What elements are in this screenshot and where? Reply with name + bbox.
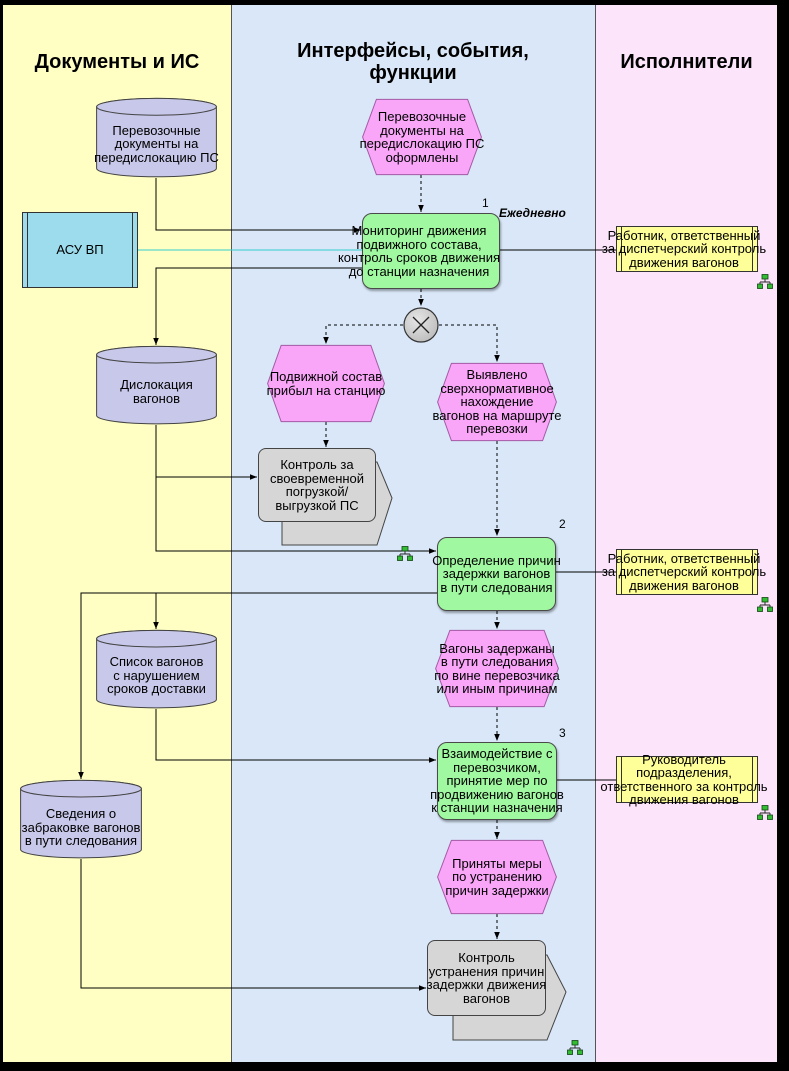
event-shape <box>362 99 482 175</box>
lane-divider <box>595 5 596 1062</box>
flow-xor-to-arrived <box>323 324 403 344</box>
database-shape <box>96 98 217 178</box>
event-rolling-stock-arrived: Подвижной состав прибыл на станцию <box>267 345 385 422</box>
process-interface-label: Контроль устранения причин задержки движ… <box>426 950 547 1006</box>
event-label: Выявлено сверхнормативное нахождение ваг… <box>432 367 562 437</box>
link-delay-causes-to-violation-list <box>153 592 437 629</box>
wagon-rejection-info-database: Сведения о забраковке вагонов в пути сле… <box>20 780 142 859</box>
database-label: Список вагонов с нарушением сроков доста… <box>107 654 206 697</box>
function-delay-causes: Определение причин задержки вагонов в пу… <box>432 537 561 611</box>
system-label: АСУ ВП <box>56 242 104 258</box>
hierarchy-icon <box>397 546 413 561</box>
xor-icon <box>403 307 439 343</box>
event-label: Вагоны задержаны в пути следования по ви… <box>434 640 560 696</box>
link-monitoring-to-dislocation <box>153 267 362 345</box>
process-interface-front <box>258 448 376 522</box>
link-rejection-info-to-elimination-control <box>80 859 426 991</box>
database-shape <box>20 780 142 859</box>
database-shape <box>96 630 217 709</box>
process-interface-loading-control: Контроль за своевременной погрузкой/ выг… <box>258 448 393 546</box>
function-carrier-interaction: Взаимодействие с перевозчиком, принятие … <box>430 742 564 820</box>
wagon-dislocation-database: Дислокация вагонов <box>96 346 217 425</box>
performer-unit-head: Руководитель подразделения, ответственно… <box>600 752 767 806</box>
function-label: Мониторинг движения подвижного состава, … <box>337 223 501 279</box>
function-label: Определение причин задержки вагонов в пу… <box>432 552 561 595</box>
performer-label: Руководитель подразделения, ответственно… <box>600 751 768 807</box>
flow-xor-to-excess-stay <box>439 324 500 362</box>
event-documents-issued: Перевозочные документы на передислокацию… <box>360 99 484 175</box>
event-excess-stay-detected: Выявлено сверхнормативное нахождение ваг… <box>432 363 562 441</box>
function-label: Взаимодействие с перевозчиком, принятие … <box>430 746 564 816</box>
event-label: Перевозочные документы на передислокацию… <box>359 109 485 165</box>
event-measures-taken: Приняты меры по устранению причин задерж… <box>437 840 557 914</box>
lane-title-flow: Интерфейсы, события, функции <box>297 40 529 84</box>
event-shape <box>437 840 557 914</box>
database-shape <box>96 346 217 425</box>
hierarchy-icon <box>757 597 773 612</box>
performer-dispatcher-1: Работник, ответственный за диспетчерский… <box>602 226 766 272</box>
event-shape <box>437 363 557 441</box>
event-label: Подвижной состав прибыл на станцию <box>266 369 386 398</box>
event-shape <box>267 345 385 422</box>
process-interface-label: Контроль за своевременной погрузкой/ выг… <box>269 457 365 513</box>
function-number: 1 <box>482 196 489 210</box>
link-dislocation-to-delay-causes <box>155 477 436 554</box>
performer-label: Работник, ответственный за диспетчерский… <box>601 550 767 593</box>
event-label: Приняты меры по устранению причин задерж… <box>445 855 549 898</box>
xor-operator <box>403 307 439 343</box>
hierarchy-icon <box>567 1040 583 1055</box>
function-number: 3 <box>559 726 566 740</box>
delivery-violation-list-database: Список вагонов с нарушением сроков доста… <box>96 630 217 709</box>
database-label: Сведения о забраковке вагонов в пути сле… <box>21 806 141 849</box>
event-shape <box>435 630 559 707</box>
lane-divider <box>231 5 232 1062</box>
function-number: 2 <box>559 517 566 531</box>
function-monitoring: Мониторинг движения подвижного состава, … <box>338 213 500 289</box>
link-transport-docs-to-monitoring <box>155 178 361 233</box>
link-violation-list-to-carrier-interaction <box>155 709 436 763</box>
lane-documents <box>3 5 231 1062</box>
process-interface-front <box>427 940 546 1016</box>
hierarchy-icon <box>757 274 773 289</box>
lane-title-performers: Исполнители <box>620 51 753 73</box>
process-interface-delay-elimination-control: Контроль устранения причин задержки движ… <box>427 940 567 1041</box>
database-label: Перевозочные документы на передислокацию… <box>94 122 219 165</box>
link-delay-causes-to-rejection-info <box>78 592 156 779</box>
lane-performers <box>596 5 777 1062</box>
database-label: Дислокация вагонов <box>120 377 193 406</box>
event-wagons-delayed: Вагоны задержаны в пути следования по ви… <box>434 630 560 707</box>
asu-vp-system: АСУ ВП <box>22 212 138 288</box>
function-frequency: Ежедневно <box>499 206 566 220</box>
performer-dispatcher-2: Работник, ответственный за диспетчерский… <box>602 549 766 595</box>
lane-title-documents: Документы и ИС <box>34 51 200 73</box>
hierarchy-icon <box>757 805 773 820</box>
performer-label: Работник, ответственный за диспетчерский… <box>601 227 767 270</box>
transport-documents-database: Перевозочные документы на передислокацию… <box>94 98 219 178</box>
link-dislocation-to-loading-control <box>155 425 257 480</box>
